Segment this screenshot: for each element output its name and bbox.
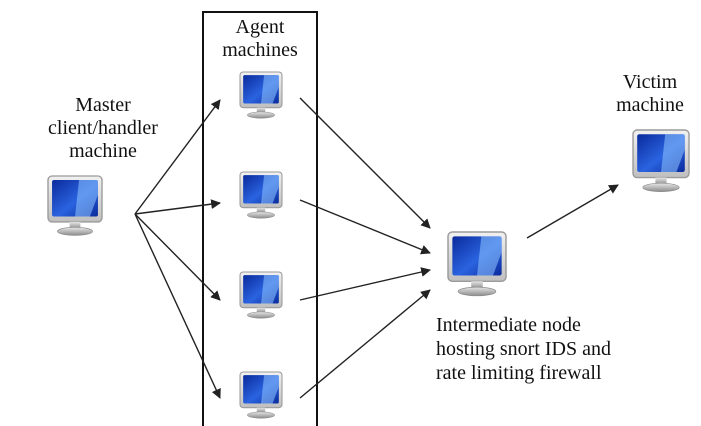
agent-label-line-1: Agent bbox=[235, 16, 285, 38]
arrow-agent-1-intermediate bbox=[299, 97, 431, 229]
agent-to-intermediate-arrows bbox=[299, 97, 431, 399]
agent-3-computer-monitor-icon bbox=[239, 271, 283, 319]
victim-label: Victim machine bbox=[600, 71, 700, 117]
intermediate-computer-monitor-icon bbox=[447, 231, 507, 297]
arrow-master-agent-1 bbox=[134, 99, 221, 215]
agent-machines-box bbox=[202, 11, 318, 426]
master-label: Master client/handler machine bbox=[18, 94, 188, 163]
agent-machines-label: Agent machines bbox=[203, 16, 317, 62]
arrow-master-agent-3 bbox=[134, 213, 221, 301]
victim-label-line-1: Victim bbox=[622, 71, 678, 93]
agent-2-computer-monitor-icon bbox=[239, 171, 283, 219]
victim-computer-monitor-icon bbox=[632, 129, 690, 193]
arrow-master-agent-2 bbox=[134, 199, 221, 215]
master-computer-monitor-icon bbox=[47, 175, 103, 237]
agent-4-computer-monitor-icon bbox=[239, 371, 283, 419]
intermediate-label-line-1: Intermediate node bbox=[436, 314, 581, 336]
intermediate-label: Intermediate node hosting snort IDS and … bbox=[436, 313, 696, 385]
intermediate-label-line-2: hosting snort IDS and bbox=[436, 338, 611, 360]
arrow-master-agent-4 bbox=[134, 213, 221, 399]
master-label-line-3: machine bbox=[69, 140, 137, 162]
agent-label-line-2: machines bbox=[222, 39, 298, 61]
agent-1-computer-monitor-icon bbox=[239, 71, 283, 119]
master-label-line-2: client/handler bbox=[48, 117, 158, 139]
intermediate-label-line-3: rate limiting firewall bbox=[436, 362, 602, 384]
master-to-agent-arrows bbox=[134, 99, 221, 399]
victim-label-line-2: machine bbox=[616, 94, 684, 116]
arrow-agent-3-intermediate bbox=[299, 267, 431, 301]
master-label-line-1: Master bbox=[75, 94, 131, 116]
arrow-agent-2-intermediate bbox=[299, 199, 431, 255]
arrow-agent-4-intermediate bbox=[299, 289, 431, 399]
arrow-intermediate-victim bbox=[526, 184, 619, 239]
